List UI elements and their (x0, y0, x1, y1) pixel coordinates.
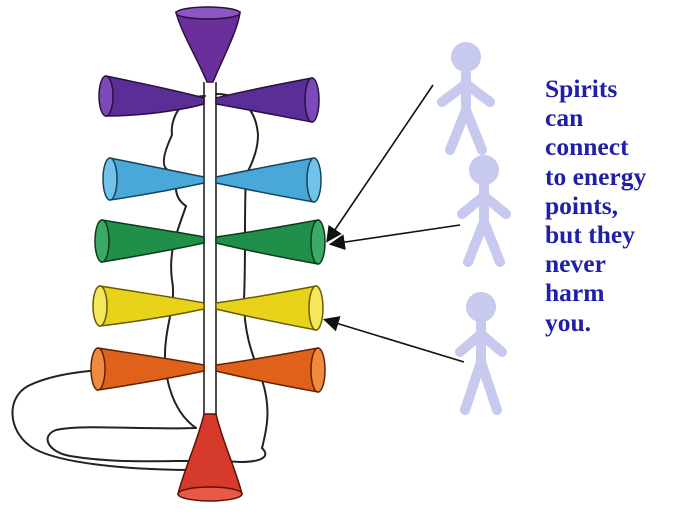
caption-line: connect (545, 132, 680, 161)
sacral-chakra-icon (91, 348, 325, 392)
legs-outline (48, 427, 266, 462)
heart-chakra-icon (95, 220, 325, 264)
caption-line: can (545, 103, 680, 132)
caption-text: Spirits can connect to energy points, bu… (545, 74, 680, 337)
arrow-spirit-3-to-solar-plexus (326, 320, 464, 362)
spirit-figure-3 (460, 292, 502, 410)
spirit-figure-3-head (466, 292, 496, 322)
root-chakra-icon (178, 414, 242, 501)
caption-line: to energy (545, 162, 680, 191)
arrow-spirit-1-to-heart (328, 85, 433, 240)
caption-line: Spirits (545, 74, 680, 103)
solar-plexus-chakra-icon (93, 286, 323, 330)
seated-body-outline (12, 94, 267, 470)
caption-line: points, (545, 191, 680, 220)
spirit-figure-2 (462, 155, 506, 262)
caption-line: never (545, 249, 680, 278)
caption-line: harm (545, 278, 680, 307)
connection-arrows (326, 85, 464, 362)
caption-line: but they (545, 220, 680, 249)
spirit-figure-1 (442, 42, 490, 150)
arrow-spirit-2-to-heart (332, 225, 460, 244)
caption-line: you. (545, 308, 680, 337)
central-channel (204, 82, 216, 415)
throat-chakra-icon (103, 158, 321, 202)
spirit-figure-1-head (451, 42, 481, 72)
crown-chakra-icon (176, 7, 240, 82)
spirit-figure-2-head (469, 155, 499, 185)
third-eye-chakra-icon (99, 76, 319, 122)
